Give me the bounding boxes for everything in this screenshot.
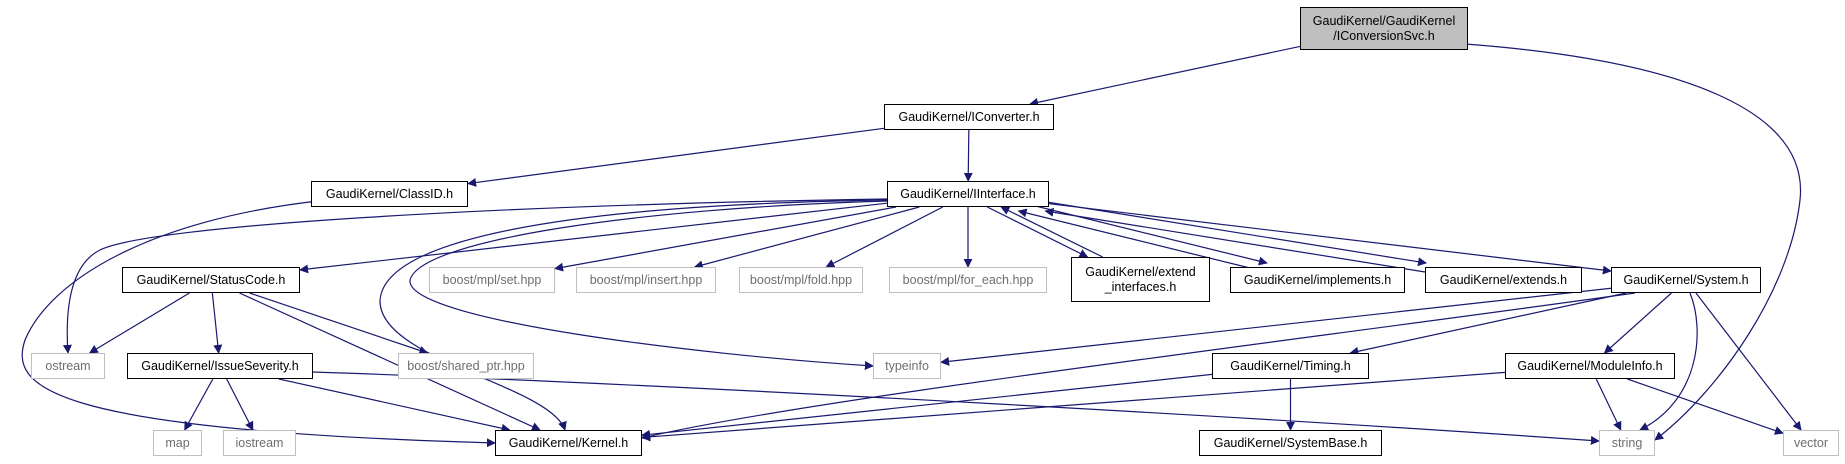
edge-extends-to-iinterface (1044, 207, 1426, 273)
edge-moduleinfo-to-kernel (641, 371, 1506, 442)
edge-iinterface-to-kernel (379, 199, 888, 431)
edge-iinterface-to-mplset (554, 206, 897, 272)
node-vector: vector (1783, 430, 1839, 456)
node-mplfold: boost/mpl/fold.hpp (739, 267, 863, 293)
node-kernel[interactable]: GaudiKernel/Kernel.h (495, 430, 642, 456)
edge-iconversionsvc-to-iconverter (1029, 45, 1301, 107)
edge-issueseverity-to-iostream (226, 378, 254, 431)
node-string: string (1599, 430, 1655, 456)
edge-system-to-kernel (641, 292, 1636, 441)
node-extends[interactable]: GaudiKernel/extends.h (1425, 267, 1582, 293)
edge-implements-to-iinterface (1017, 208, 1263, 272)
edge-moduleinfo-to-vector (1627, 378, 1784, 435)
edge-statuscode-to-sharedptr (249, 292, 429, 355)
edges-layer (21, 43, 1802, 448)
edge-iinterface-to-extends (1048, 201, 1428, 267)
edge-iconverter-to-iinterface (963, 129, 973, 182)
edge-statuscode-to-kernel (239, 292, 541, 431)
edge-system-to-string (1639, 292, 1698, 431)
node-system[interactable]: GaudiKernel/System.h (1611, 267, 1761, 293)
edge-statuscode-to-issueseverity (211, 292, 223, 354)
node-mplforeach: boost/mpl/for_each.hpp (889, 267, 1047, 293)
node-ostream: ostream (31, 353, 105, 379)
edge-iinterface-to-extendinterfaces (987, 206, 1089, 258)
node-timing[interactable]: GaudiKernel/Timing.h (1212, 353, 1369, 379)
node-statuscode[interactable]: GaudiKernel/StatusCode.h (122, 267, 300, 293)
node-moduleinfo[interactable]: GaudiKernel/ModuleInfo.h (1505, 353, 1675, 379)
edge-statuscode-to-ostream (88, 292, 190, 354)
edge-iinterface-to-mplfold (825, 206, 944, 268)
edge-system-to-vector (1695, 292, 1802, 431)
edge-issueseverity-to-string (312, 371, 1600, 445)
edge-timing-to-kernel (641, 373, 1213, 439)
edge-system-to-typeinfo (940, 287, 1612, 366)
node-implements[interactable]: GaudiKernel/implements.h (1230, 267, 1405, 293)
edge-system-to-moduleinfo (1603, 292, 1672, 354)
node-typeinfo: typeinfo (873, 353, 941, 379)
edge-issueseverity-to-map (184, 378, 214, 431)
node-issueseverity[interactable]: GaudiKernel/IssueSeverity.h (127, 353, 313, 379)
node-sharedptr: boost/shared_ptr.hpp (398, 353, 534, 379)
edge-iinterface-to-ostream (62, 198, 888, 354)
edge-iinterface-to-typeinfo (409, 200, 888, 370)
node-iconverter[interactable]: GaudiKernel/IConverter.h (884, 104, 1054, 130)
edge-iconverter-to-classid (467, 127, 885, 187)
edge-system-to-timing (1349, 292, 1627, 356)
edge-iinterface-to-statuscode (299, 202, 888, 274)
edge-classid-to-kernel (21, 200, 496, 448)
node-iostream: iostream (223, 430, 296, 456)
edge-iinterface-to-mplinsert (693, 206, 920, 270)
edge-issueseverity-to-kernel (278, 378, 511, 433)
node-classid[interactable]: GaudiKernel/ClassID.h (311, 181, 468, 207)
edge-iinterface-to-system (1048, 203, 1612, 275)
edge-extendinterfaces-to-iinterface (1000, 206, 1103, 258)
edge-iconversionsvc-to-string (1464, 43, 1802, 441)
node-map: map (153, 430, 202, 456)
node-mplinsert: boost/mpl/insert.hpp (576, 267, 716, 293)
node-iinterface[interactable]: GaudiKernel/IInterface.h (887, 181, 1049, 207)
node-systembase[interactable]: GaudiKernel/SystemBase.h (1199, 430, 1382, 456)
node-mplset: boost/mpl/set.hpp (429, 267, 555, 293)
edge-iinterface-to-implements (1023, 202, 1268, 266)
node-iconversionsvc: GaudiKernel/GaudiKernel /IConversionSvc.… (1300, 7, 1468, 50)
node-extendinterfaces[interactable]: GaudiKernel/extend _interfaces.h (1071, 257, 1210, 302)
edge-moduleinfo-to-string (1595, 378, 1622, 431)
